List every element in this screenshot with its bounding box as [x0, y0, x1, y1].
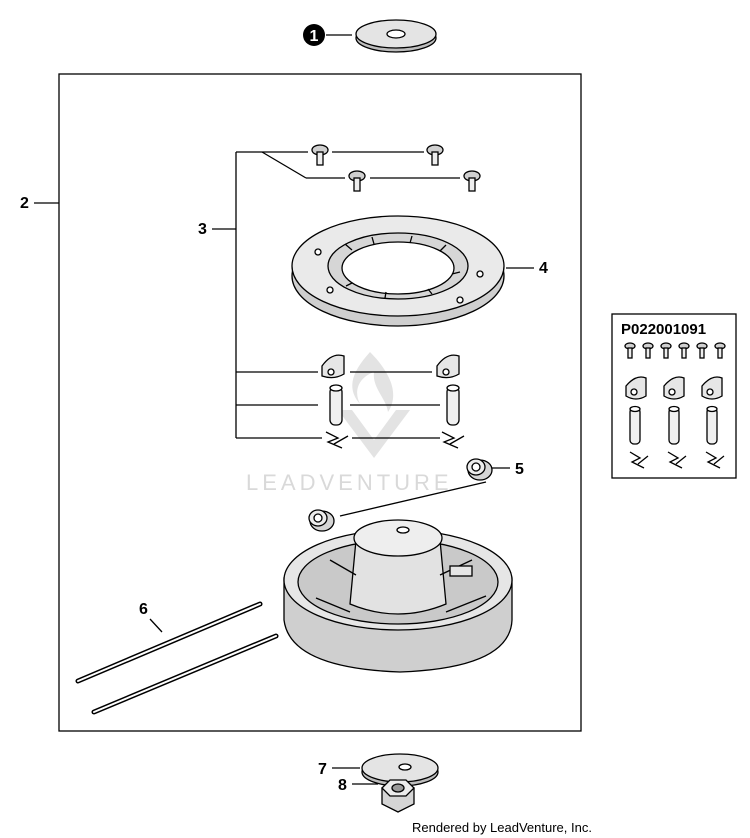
spring-icon[interactable] — [629, 451, 649, 469]
screw-icon[interactable] — [678, 342, 690, 359]
spring-icon[interactable] — [325, 431, 349, 449]
cam-icon[interactable] — [701, 376, 723, 400]
cam-icon[interactable] — [321, 354, 345, 379]
cam-icon[interactable] — [625, 376, 647, 400]
trimmer-line-icon[interactable] — [75, 601, 263, 684]
callout-8[interactable]: 8 — [338, 777, 347, 794]
screw-icon[interactable] — [624, 342, 636, 359]
cam-icon[interactable] — [436, 354, 460, 379]
flame-logo-icon — [352, 352, 394, 412]
v-logo-icon — [338, 410, 410, 458]
pin-icon[interactable] — [668, 405, 680, 445]
kit-pins — [629, 405, 718, 445]
callout-4[interactable]: 4 — [539, 260, 548, 277]
spring-icon[interactable] — [705, 451, 725, 469]
spring-icon[interactable] — [667, 451, 687, 469]
screw-icon[interactable] — [642, 342, 654, 359]
kit-screws — [624, 342, 726, 359]
kit-springs — [629, 451, 725, 469]
pin-icon[interactable] — [629, 405, 641, 445]
callout-6[interactable]: 6 — [139, 601, 148, 618]
grommet-icon[interactable] — [466, 458, 493, 481]
screw-icon[interactable] — [311, 144, 329, 166]
trimmer-line-icon[interactable] — [91, 633, 279, 715]
washer-icon[interactable] — [361, 753, 439, 787]
kit-bracket — [235, 151, 460, 439]
footer-credit: Rendered by LeadVenture, Inc. — [412, 820, 592, 835]
kit-part-number[interactable]: P022001091 — [621, 321, 706, 338]
kit-cams — [625, 376, 723, 400]
pin-icon[interactable] — [329, 384, 343, 426]
spool-housing-icon[interactable] — [283, 519, 513, 673]
spring-icon[interactable] — [441, 431, 465, 449]
screw-icon[interactable] — [696, 342, 708, 359]
callout-3[interactable]: 3 — [198, 221, 207, 238]
screw-icon[interactable] — [714, 342, 726, 359]
bearing-ring-icon[interactable] — [291, 215, 505, 327]
screw-icon[interactable] — [426, 144, 444, 166]
callout-7[interactable]: 7 — [318, 761, 327, 778]
washer-icon[interactable] — [355, 19, 437, 53]
assembly-frame — [58, 73, 582, 732]
callout-5[interactable]: 5 — [515, 461, 524, 478]
screw-icon[interactable] — [463, 170, 481, 192]
watermark: LEADVENTURE — [246, 352, 453, 495]
pin-icon[interactable] — [446, 384, 460, 426]
watermark-text: LEADVENTURE — [246, 470, 453, 495]
grommet-icon[interactable] — [308, 509, 335, 532]
screw-icon[interactable] — [660, 342, 672, 359]
callout-2[interactable]: 2 — [20, 195, 29, 212]
callout-1-label: 1 — [310, 28, 319, 45]
screw-icon[interactable] — [348, 170, 366, 192]
cam-icon[interactable] — [663, 376, 685, 400]
callout-1[interactable]: 1 — [303, 24, 325, 46]
pin-icon[interactable] — [706, 405, 718, 445]
nut-icon[interactable] — [381, 779, 415, 813]
